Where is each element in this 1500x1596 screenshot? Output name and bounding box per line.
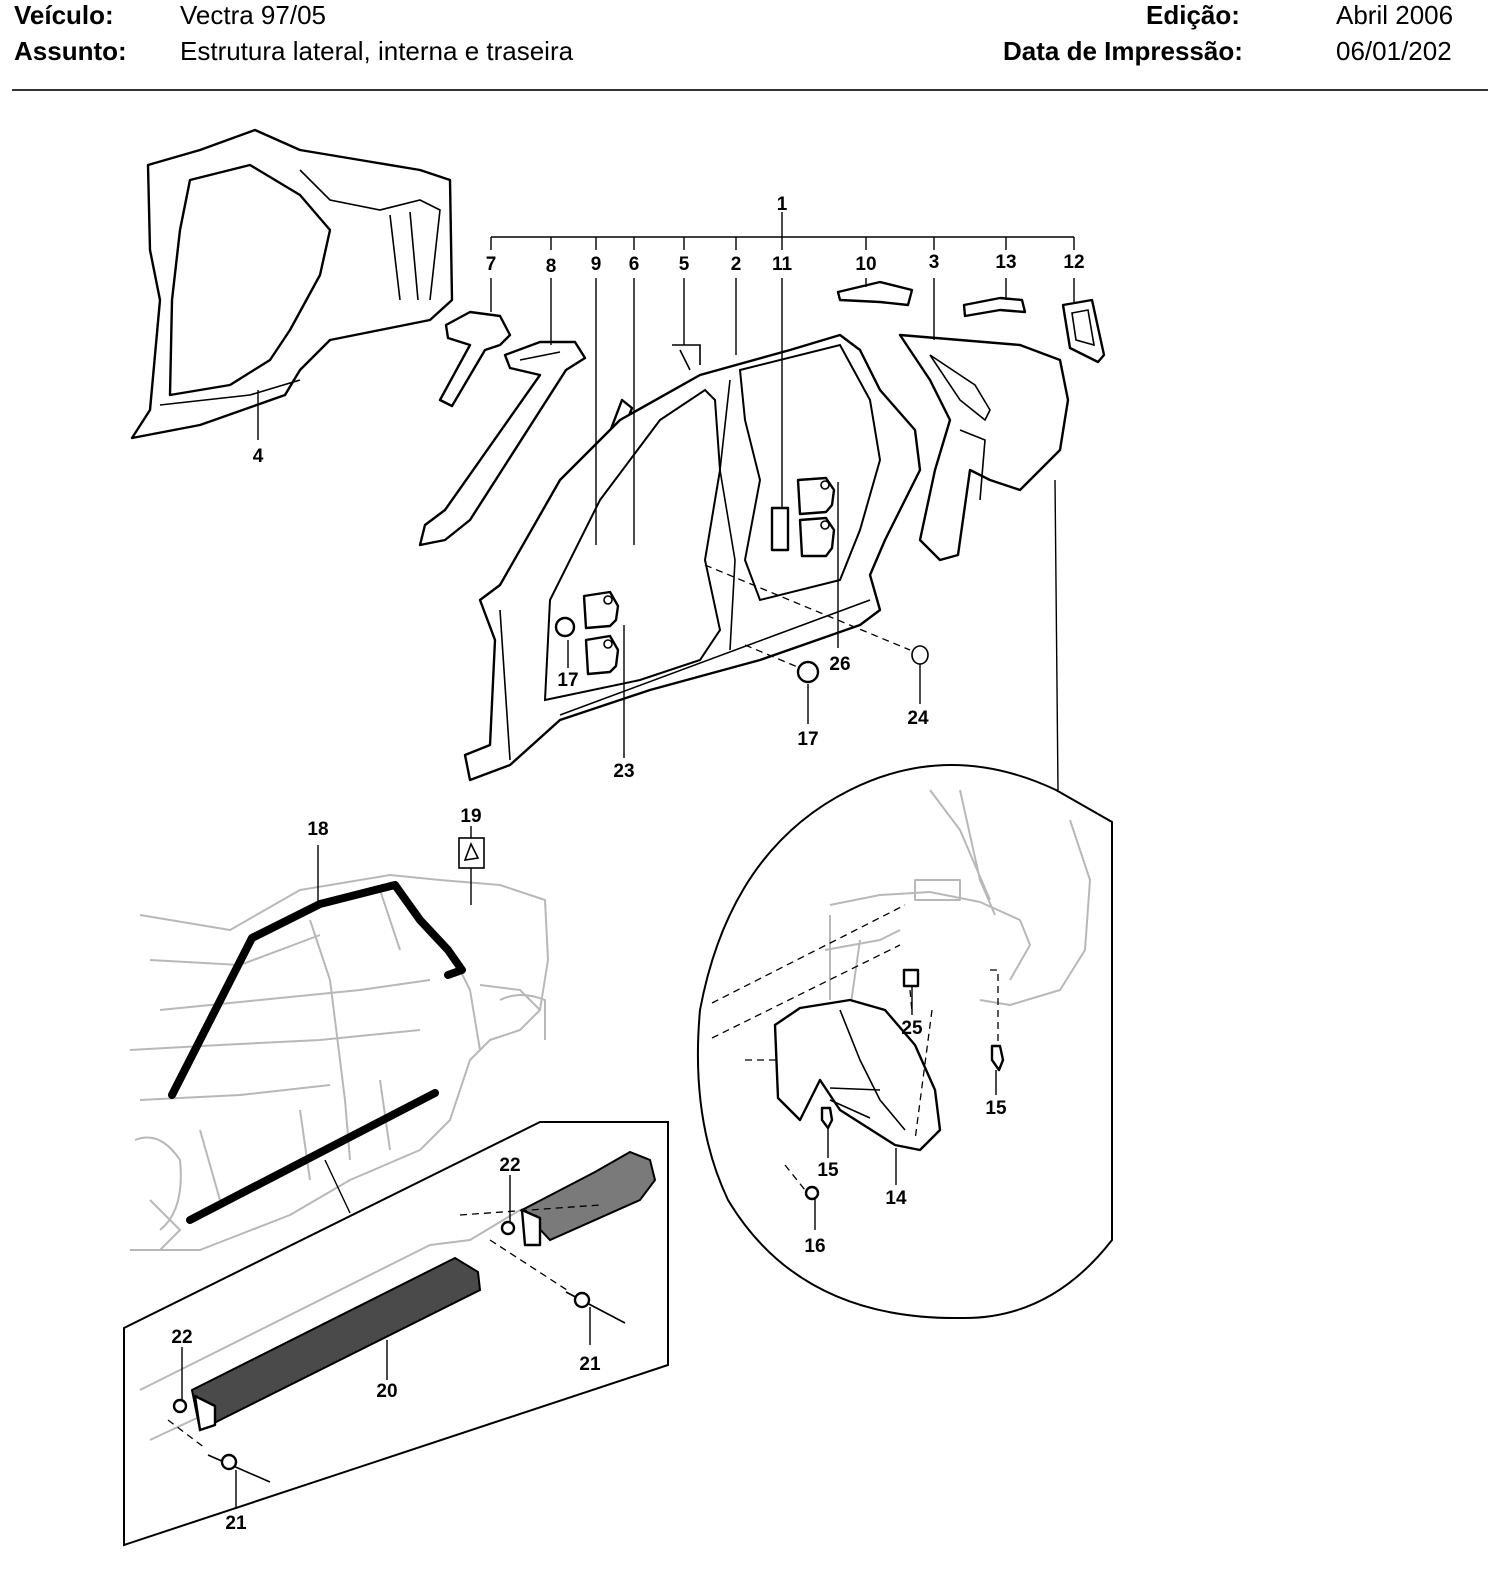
subject-value: Estrutura lateral, interna e traseira (180, 36, 574, 66)
callout-24: 24 (907, 708, 929, 729)
part-front-pillar-reinforcement (418, 340, 587, 547)
callout-10: 10 (855, 254, 876, 275)
vehicle-label: Veículo: (14, 0, 114, 30)
part-screw-15a (820, 1106, 834, 1130)
leader-lines-top (257, 278, 1075, 545)
callout-bracket-1 (490, 212, 1075, 250)
callout-22b: 22 (499, 1155, 520, 1176)
part-bracket-13 (962, 296, 1027, 318)
callout-7: 7 (486, 254, 497, 275)
part-clip-22 (172, 1220, 516, 1414)
part-door-seal-18 (168, 881, 466, 1224)
callout-26: 26 (829, 654, 850, 675)
callout-3: 3 (929, 252, 940, 273)
part-sill-trim-20 (190, 1150, 657, 1432)
part-nut-16 (804, 1185, 820, 1201)
callout-9: 9 (591, 254, 602, 275)
leader-lines-trim (181, 1175, 591, 1508)
callout-numbers: 1 7 8 9 6 5 2 11 10 3 13 12 4 17 26 24 1… (171, 194, 1084, 1534)
print-date-value: 06/01/202 (1336, 36, 1452, 66)
callout-17a: 17 (557, 670, 578, 691)
wheelhouse-detail-circle (696, 764, 1113, 1320)
callout-21a: 21 (225, 1513, 247, 1534)
vehicle-value: Vectra 97/05 (180, 0, 326, 30)
part-bracket-10 (836, 280, 914, 307)
part-plug-17a (554, 616, 576, 638)
plug-24-axis (704, 564, 911, 651)
callout-20: 20 (376, 1381, 397, 1402)
part-front-pillar-upper (438, 310, 512, 408)
part-plate-11 (770, 506, 790, 552)
part-clip-25 (902, 968, 920, 988)
part-rear-quarter-panel (898, 333, 1070, 562)
callout-4: 4 (253, 446, 264, 467)
leader-lines-lower-left (317, 826, 472, 1214)
callout-5: 5 (679, 254, 690, 275)
callout-2: 2 (731, 254, 742, 275)
callout-18: 18 (307, 819, 328, 840)
part-clip-19 (458, 837, 485, 869)
callout-6: 6 (629, 254, 640, 275)
callout-15a: 15 (817, 1160, 839, 1181)
plug-17b-axis (744, 644, 801, 669)
part-front-door-hinges (582, 590, 620, 676)
callout-11: 11 (772, 254, 793, 275)
header-divider (12, 89, 1488, 91)
liner-assembly-axes (711, 904, 999, 1191)
callout-1: 1 (777, 194, 788, 215)
callout-13: 13 (995, 252, 1016, 273)
callout-16: 16 (804, 1236, 825, 1257)
edition-value: Abril 2006 (1336, 0, 1454, 30)
callout-19: 19 (460, 806, 481, 827)
car-body-ghost-view (129, 874, 549, 1251)
callout-21b: 21 (579, 1354, 601, 1375)
callout-17b: 17 (797, 729, 818, 750)
part-screw-15b (990, 1044, 1005, 1072)
callout-25: 25 (901, 1018, 923, 1039)
part-plug-17b (796, 660, 820, 684)
callout-12: 12 (1063, 252, 1084, 273)
leader-lines-circle (814, 985, 997, 1230)
part-rear-door-hinges (796, 476, 836, 558)
callout-14: 14 (885, 1188, 907, 1209)
part-wheelhouse-liner-14 (773, 998, 942, 1152)
edition-label: Edição: (1146, 0, 1240, 30)
part-rivet-21 (207, 1291, 626, 1483)
part-plug-24 (911, 645, 929, 665)
part-bracket-12 (1061, 298, 1106, 364)
subject-label: Assunto: (14, 36, 127, 66)
callout-15b: 15 (985, 1098, 1007, 1119)
callout-8: 8 (546, 256, 557, 277)
callout-22a: 22 (171, 1327, 192, 1348)
print-date-label: Data de Impressão: (1003, 36, 1243, 66)
trim-assembly-axes (167, 1204, 601, 1449)
leader-lines-mid (567, 479, 1059, 791)
callout-23: 23 (613, 761, 634, 782)
part-inner-side-panel (130, 128, 454, 440)
